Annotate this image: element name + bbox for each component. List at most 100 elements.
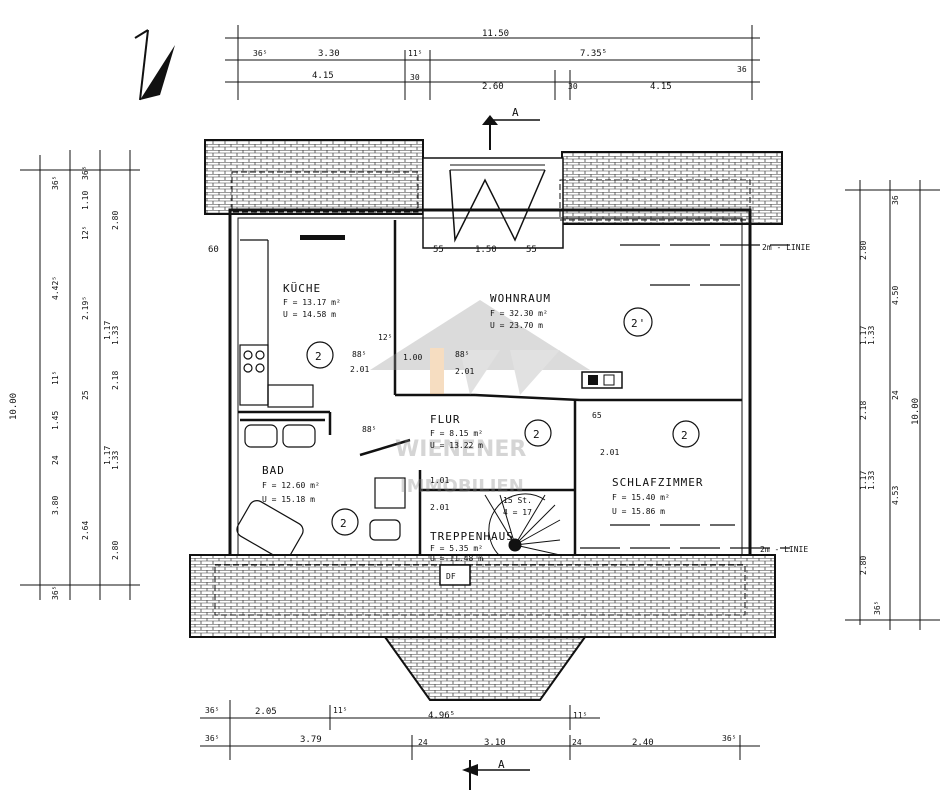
room-kueche: KÜCHE F = 13.17 m² U = 14.58 m 2: [283, 282, 341, 369]
room-mark: 2: [681, 429, 689, 442]
room-mark: 2: [533, 428, 541, 441]
stair-count-2: 4 = 17: [503, 508, 532, 517]
dim-label: 2.64: [81, 521, 90, 540]
dim-label: 4.53: [891, 486, 900, 505]
dim-label: 2.60: [482, 82, 504, 92]
room-area: F = 13.17 m²: [283, 298, 341, 307]
room-name: SCHLAFZIMMER: [612, 476, 703, 489]
room-name: WOHNRAUM: [490, 292, 551, 305]
room-treppenhaus: TREPPENHAUS F = 5.35 m² U = 11.48 m 15 S…: [430, 496, 532, 563]
room-perimeter: U = 14.58 m: [283, 310, 336, 319]
fireplace-icon: [581, 371, 623, 389]
dim-label: 2.19⁵: [81, 296, 90, 320]
dimension-lines-left: [20, 150, 140, 600]
dim-label: 88⁵: [455, 350, 469, 359]
kitchen-shelf: [300, 235, 345, 240]
room-area: F = 5.35 m²: [430, 544, 483, 553]
dim-label: 1.33: [111, 451, 120, 470]
dim-label: 24: [51, 455, 60, 465]
dim-label: 2.01: [600, 448, 619, 457]
dim-label: 36⁵: [51, 586, 60, 600]
dim-label: 4.42⁵: [51, 276, 60, 300]
dim-label: 1.17: [859, 326, 868, 345]
dim-label: 2.80: [111, 541, 120, 560]
dim-total: 11.50: [482, 29, 509, 39]
dim-label: 2.05: [255, 707, 277, 717]
dim-label: 7.35⁵: [580, 49, 607, 59]
dim-label: 88⁵: [352, 350, 366, 359]
north-arrow-icon: [134, 29, 175, 101]
watermark-logo: WIENENER IMMOBILIEN: [370, 300, 590, 497]
room-perimeter: U = 13.22 m: [430, 441, 483, 450]
room-mark: 2: [315, 350, 323, 363]
room-name: FLUR: [430, 413, 461, 426]
dim-label: 1.17: [103, 446, 112, 465]
dim-label: 36⁵: [873, 601, 882, 615]
dim-label: 65: [592, 411, 602, 420]
room-flur: FLUR F = 8.15 m² U = 13.22 m 2: [430, 413, 552, 450]
dim-label: 4.50: [891, 286, 900, 305]
dim-label: 36⁵: [253, 49, 267, 58]
dim-label: 2.80: [859, 241, 868, 260]
dormer: [422, 157, 564, 249]
dim-label: 1.50: [475, 245, 497, 255]
dim-total: 10.00: [911, 398, 921, 425]
dim-label: 36⁵: [205, 706, 219, 715]
room-perimeter: U = 23.70 m: [490, 321, 543, 330]
watermark-line2: IMMOBILIEN: [400, 476, 524, 497]
dim-label: 3.80: [51, 496, 60, 515]
df-label: DF: [446, 572, 456, 581]
interior-walls: [238, 220, 742, 562]
staircase: [484, 493, 561, 561]
room-area: F = 8.15 m²: [430, 429, 483, 438]
dim-label: 2.40: [632, 738, 654, 748]
two-meter-line-label: 2m - LINIE: [762, 243, 810, 252]
watermark-line1: WIENENER: [395, 437, 526, 462]
room-mark: 2': [631, 317, 646, 330]
dim-label: 11⁵: [408, 49, 422, 58]
dim-label: 3.79: [300, 735, 322, 745]
room-perimeter: U = 15.86 m: [612, 507, 665, 516]
dim-label: 2.80: [859, 556, 868, 575]
room-perimeter: U = 11.48 m: [430, 554, 483, 563]
dim-label: 25: [81, 390, 90, 400]
room-area: F = 32.30 m²: [490, 309, 548, 318]
section-label: A: [498, 758, 506, 771]
dim-label: 12⁵: [81, 226, 90, 240]
dim-label: 24: [418, 738, 428, 747]
dim-label: 24: [891, 390, 900, 400]
dim-label: 1.17: [859, 471, 868, 490]
room-bad: BAD F = 12.60 m² U = 15.18 m 2: [262, 464, 359, 536]
room-mark: 2: [340, 517, 348, 530]
dim-label: 2.18: [859, 401, 868, 420]
section-marker-top: A: [482, 106, 540, 150]
room-perimeter: U = 15.18 m: [262, 495, 315, 504]
dimension-lines-right: [845, 180, 940, 630]
dim-label: 24: [572, 738, 582, 747]
section-marker-bottom: A: [462, 758, 530, 790]
dim-label: 30: [410, 73, 420, 82]
dim-label: 11⁵: [51, 371, 60, 385]
dim-label: 1.33: [867, 471, 876, 490]
dim-label: 4.15: [650, 82, 672, 92]
two-meter-line-label-bottom: 2m - LINIE: [760, 545, 808, 554]
dimension-text-right: 10.00 36 4.50 24 4.53 36⁵ 2.80 1.33 2.18…: [859, 195, 921, 615]
section-label: A: [512, 106, 520, 119]
df-box: [439, 564, 471, 586]
dimension-text-top: 11.50 36⁵ 3.30 11⁵ 7.35⁵ 36 4.15 30 2.60…: [253, 29, 747, 92]
room-name: KÜCHE: [283, 282, 321, 295]
dim-label: 4.96⁵: [428, 711, 455, 721]
dim-label: 3.10: [484, 738, 506, 748]
kitchen-counter: [239, 239, 314, 408]
roof-top-left: [204, 139, 424, 215]
room-name: TREPPENHAUS: [430, 530, 514, 543]
two-meter-lines: [580, 244, 790, 549]
dim-label: 2.01: [350, 365, 369, 374]
inner-dimensions: 60 55 1.50 55 88⁵ 2.01 12⁵ 1.00 88⁵ 2.01…: [208, 245, 619, 512]
dim-label: 1.45: [51, 411, 60, 430]
room-schlafzimmer: SCHLAFZIMMER F = 15.40 m² U = 15.86 m 2: [612, 420, 703, 516]
dim-label: 55: [526, 245, 537, 255]
dim-label: 2.01: [455, 367, 474, 376]
dim-label: 2.01: [430, 503, 449, 512]
